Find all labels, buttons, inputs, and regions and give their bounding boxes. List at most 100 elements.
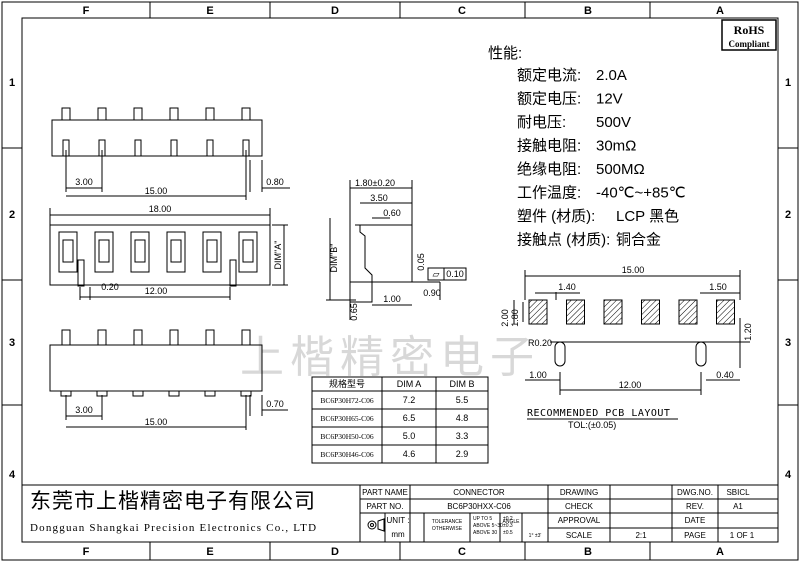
top-pin xyxy=(97,107,107,121)
pcb-dim-center: 12.00 xyxy=(619,380,642,390)
top-dim-pitch: 3.00 xyxy=(75,177,93,187)
spec-value: 铜合金 xyxy=(616,232,661,249)
tol-range: UP TO 5 xyxy=(473,516,492,522)
side-dim-tolerance: 0.10 xyxy=(446,269,464,279)
dim-table-header: 规格型号 xyxy=(329,378,365,389)
col-label-c-top: C xyxy=(458,5,466,17)
front-contact-inner xyxy=(134,239,146,263)
rohs-title: RoHS xyxy=(734,23,765,37)
side-dim-foot: 1.00 xyxy=(383,294,401,304)
bottom-pin xyxy=(97,329,107,346)
side-dim-stub: 0.65 xyxy=(349,303,359,321)
pcb-dim-height-inner: 1.80 xyxy=(510,309,520,327)
dim-table-header: DIM B xyxy=(449,379,474,389)
row-label-4-left: 4 xyxy=(9,469,16,481)
tb-rev: A1 xyxy=(733,502,743,511)
front-contact xyxy=(94,231,114,273)
tb-tolerance-label: TOLERANCE xyxy=(432,519,463,525)
front-view xyxy=(49,208,288,300)
bottom-pin xyxy=(61,329,71,346)
bottom-pin xyxy=(241,329,251,346)
dim-table-cell: 6.5 xyxy=(403,413,416,423)
tb-rev-label: REV. xyxy=(686,502,704,511)
front-contact xyxy=(202,231,222,273)
row-label-3-right: 3 xyxy=(785,337,791,349)
pcb-pad xyxy=(566,299,585,325)
pcb-dim-right: 0.40 xyxy=(716,370,734,380)
dim-table-cell: BC6P30H72-C06 xyxy=(320,396,374,405)
tb-part-no: BC6P30HXX-C06 xyxy=(447,502,511,511)
front-post-left xyxy=(77,259,85,287)
spec-label: 塑件 (材质): xyxy=(517,208,595,225)
spec-label: 绝缘电阻: xyxy=(517,161,581,178)
top-pin xyxy=(205,107,215,121)
spec-label: 工作温度: xyxy=(517,185,581,202)
bottom-pin xyxy=(133,329,143,346)
spec-value: 2.0A xyxy=(596,67,627,84)
top-pin xyxy=(133,107,143,121)
tol-value: ±0.2 xyxy=(503,516,513,522)
side-dim-width: 3.50 xyxy=(370,193,388,203)
tb-dwg-no-label: DWG.NO. xyxy=(677,488,713,497)
col-label-b-bottom: B xyxy=(584,546,592,558)
front-contact-inner xyxy=(170,239,182,263)
pcb-title: RECOMMENDED PCB LAYOUT xyxy=(527,408,670,419)
dim-table-cell: 5.5 xyxy=(456,395,469,405)
dim-table-cell: 4.6 xyxy=(403,449,416,459)
row-label-1-right: 1 xyxy=(785,77,791,89)
spec-label: 额定电压: xyxy=(517,91,581,108)
pcb-pad xyxy=(641,299,660,325)
bottom-pin-tail xyxy=(168,390,180,397)
col-label-f-top: F xyxy=(83,5,90,17)
tb-date-label: DATE xyxy=(685,516,706,525)
pcb-dim-total: 15.00 xyxy=(622,265,645,275)
front-contact-inner xyxy=(98,239,110,263)
col-label-f-bottom: F xyxy=(83,546,90,558)
top-dim-end: 0.80 xyxy=(266,177,284,187)
tb-page-label: PAGE xyxy=(684,531,706,540)
front-contact-inner xyxy=(206,239,218,263)
tol-value: ±0.3 xyxy=(503,523,513,529)
tb-unit-label: UNIT : xyxy=(387,516,410,525)
col-label-c-bottom: C xyxy=(458,546,466,558)
bottom-pin-tail xyxy=(132,390,144,397)
tb-part-name-label: PART NAME xyxy=(362,488,408,497)
col-label-b-top: B xyxy=(584,5,592,17)
col-label-a-bottom: A xyxy=(716,546,724,558)
watermark-text: 上楷精密电子 xyxy=(240,333,540,382)
spec-value: 30mΩ xyxy=(596,138,636,155)
dim-table-cell: 4.8 xyxy=(456,413,469,423)
spec-value: LCP 黑色 xyxy=(616,208,679,225)
specs-heading: 性能: xyxy=(488,45,522,62)
row-label-4-right: 4 xyxy=(785,469,792,481)
spec-value: 500MΩ xyxy=(596,161,645,178)
spec-label: 额定电流: xyxy=(517,67,581,84)
front-dim-a: DIM"A" xyxy=(273,241,283,270)
front-contact xyxy=(166,231,186,273)
dim-table-cell: 7.2 xyxy=(403,395,416,405)
tol-range: ABOVE 5~30 xyxy=(473,523,503,529)
projection-symbol xyxy=(367,518,385,532)
top-pin-lead xyxy=(206,139,214,157)
bottom-dim-end: 0.70 xyxy=(266,399,284,409)
front-contact xyxy=(238,231,258,273)
dim-table-cell: 5.0 xyxy=(403,431,416,441)
spec-label: 耐电压: xyxy=(517,114,566,131)
bottom-pin xyxy=(169,329,179,346)
spec-label: 接触点 (材质): xyxy=(517,232,610,249)
tb-check: CHECK xyxy=(565,502,594,511)
pcb-tolerance: TOL:(±0.05) xyxy=(568,420,616,430)
side-dim-flatness: 0.05 xyxy=(416,253,426,271)
dim-table-header: DIM A xyxy=(397,379,422,389)
company-name-en: Dongguan Shangkai Precision Electronics … xyxy=(30,522,317,534)
tb-part-no-label: PART NO. xyxy=(367,502,404,511)
pcb-dim-radius: R0.20 xyxy=(528,338,552,348)
spec-value: 500V xyxy=(596,114,631,131)
col-label-d-top: D xyxy=(331,5,339,17)
tb-scale: 2:1 xyxy=(635,531,647,540)
tb-page: 1 OF 1 xyxy=(730,531,755,540)
tb-otherwise-label: OTHERWISE xyxy=(432,526,463,532)
front-contact xyxy=(130,231,150,273)
pcb-pad xyxy=(603,299,623,325)
bottom-pin xyxy=(205,329,215,346)
